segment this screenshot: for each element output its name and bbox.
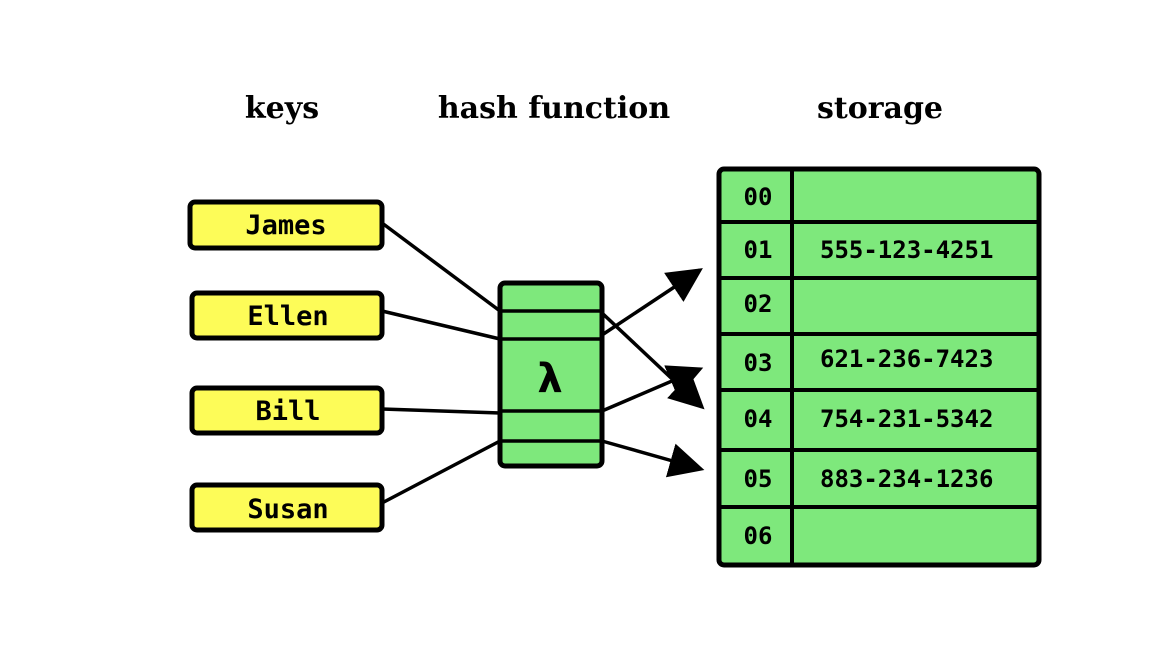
storage-index: 03 bbox=[744, 349, 773, 377]
storage-value: 883-234-1236 bbox=[820, 465, 993, 493]
storage-index: 00 bbox=[744, 183, 773, 211]
key-label: James bbox=[245, 210, 326, 241]
key-label: Ellen bbox=[247, 301, 328, 332]
lambda-symbol: λ bbox=[537, 356, 562, 402]
storage-row: 01 555-123-4251 bbox=[744, 236, 994, 264]
arrow-to-04 bbox=[600, 311, 705, 410]
connector-bill bbox=[381, 407, 501, 415]
connector-james bbox=[380, 221, 502, 313]
storage-value: 555-123-4251 bbox=[820, 236, 993, 264]
arrow-to-02 bbox=[601, 268, 703, 337]
connector-susan bbox=[381, 439, 501, 505]
key-connectors bbox=[380, 221, 502, 505]
connector-ellen bbox=[381, 309, 501, 341]
storage-index: 04 bbox=[744, 405, 773, 433]
key-box: Susan bbox=[189, 482, 385, 533]
heading-keys: keys bbox=[245, 91, 319, 126]
key-label: Susan bbox=[247, 494, 328, 525]
keys-column: James Ellen Bill Susan bbox=[187, 199, 385, 533]
storage-row: 06 bbox=[744, 522, 773, 550]
key-box: Ellen bbox=[189, 290, 385, 341]
key-box: Bill bbox=[189, 385, 385, 436]
heading-hash-function: hash function bbox=[438, 91, 670, 126]
storage-row: 02 bbox=[744, 290, 773, 318]
storage-value: 754-231-5342 bbox=[820, 405, 993, 433]
storage-value: 621-236-7423 bbox=[820, 345, 993, 373]
storage-row: 03 621-236-7423 bbox=[744, 345, 994, 377]
storage-index: 02 bbox=[744, 290, 773, 318]
storage-row: 00 bbox=[744, 183, 773, 211]
storage-row: 05 883-234-1236 bbox=[744, 465, 994, 493]
key-label: Bill bbox=[255, 396, 320, 427]
key-box: James bbox=[187, 199, 385, 251]
hash-function-box: λ bbox=[497, 280, 605, 469]
storage-index: 06 bbox=[744, 522, 773, 550]
heading-storage: storage bbox=[817, 91, 943, 126]
hash-arrows bbox=[600, 268, 705, 478]
storage-row: 04 754-231-5342 bbox=[744, 405, 994, 433]
storage-table: 00 01 555-123-4251 02 03 621-236-7423 04… bbox=[716, 166, 1042, 568]
arrow-to-03 bbox=[601, 365, 704, 413]
storage-index: 05 bbox=[744, 465, 773, 493]
storage-index: 01 bbox=[744, 236, 773, 264]
arrow-to-05 bbox=[601, 439, 705, 478]
